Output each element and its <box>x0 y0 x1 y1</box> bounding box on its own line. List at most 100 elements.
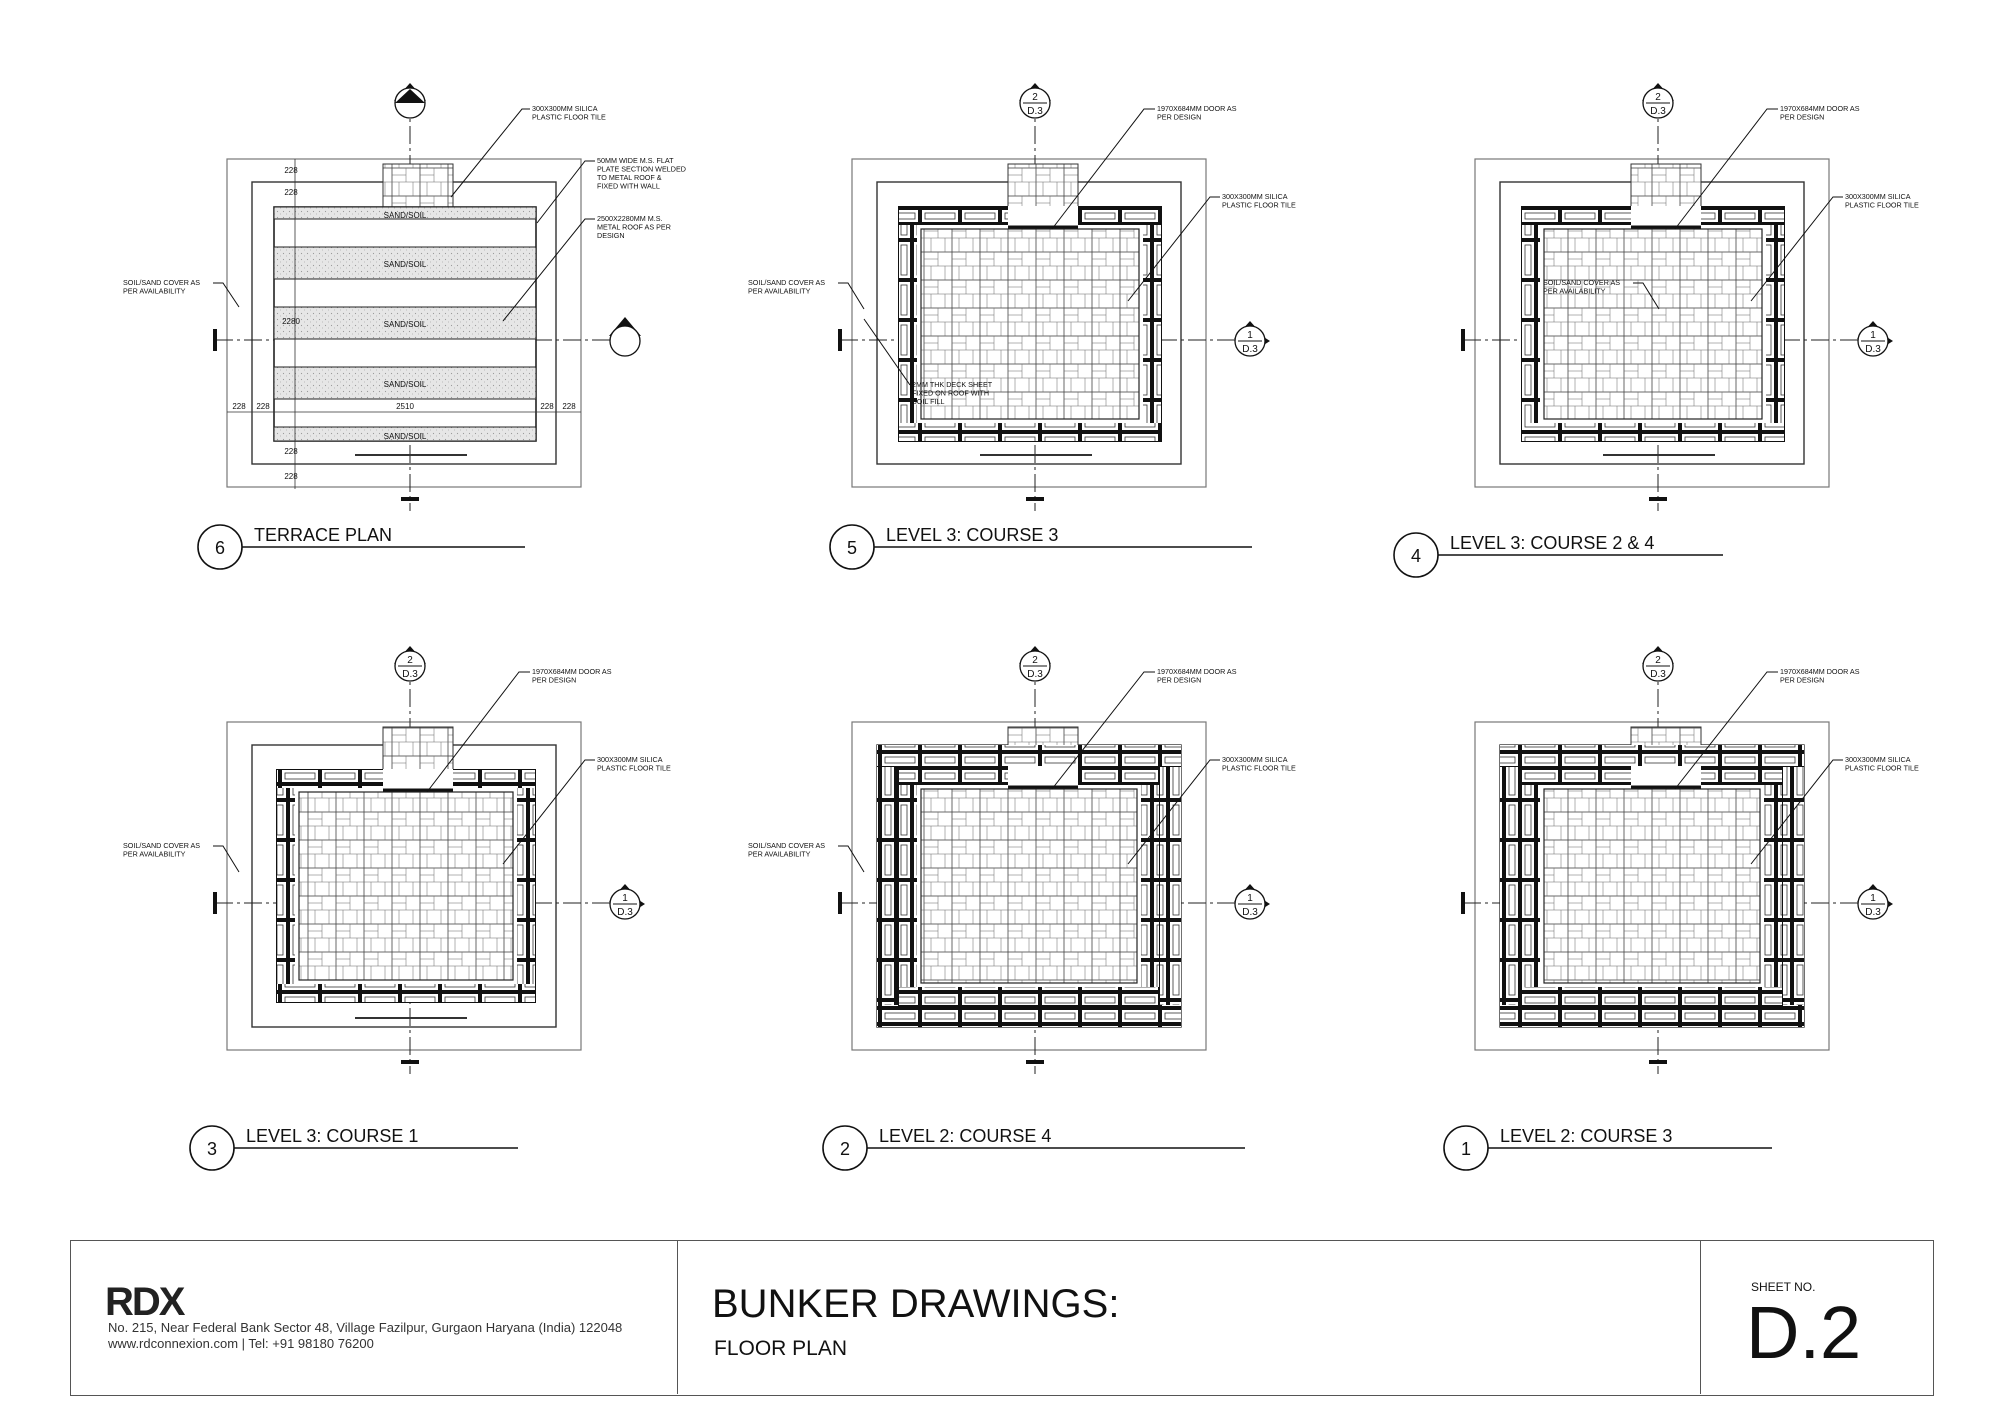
tile-floor <box>920 228 1140 420</box>
block-course-right <box>1143 225 1161 423</box>
entry-tiles <box>382 163 454 211</box>
leader-line <box>536 160 595 224</box>
door-opening <box>1631 206 1701 228</box>
sheet-number-label: SHEET NO. <box>1751 1280 1816 1294</box>
outer-frame <box>226 158 582 488</box>
leader-line <box>213 845 240 873</box>
sand-soil-label: SAND/SOIL <box>384 432 427 441</box>
note-soil-line: PER AVAILABILITY <box>123 287 186 296</box>
block-course-left <box>1522 225 1540 423</box>
ref-number: 1 <box>1247 893 1253 904</box>
title-block-frame <box>70 1240 1934 1396</box>
tile-floor <box>920 788 1138 984</box>
note-tile-line: 300X300MM SILICA <box>532 104 598 113</box>
door-opening <box>1631 766 1701 788</box>
block-course-bottom <box>277 984 535 1002</box>
block-course-right <box>1141 785 1159 987</box>
note-tile-line: PLASTIC FLOOR TILE <box>1845 764 1919 773</box>
dim-228: 228 <box>562 402 576 411</box>
note-tile-line: PLASTIC FLOOR TILE <box>1222 201 1296 210</box>
ref-sheet: D.3 <box>617 907 633 918</box>
leader-line <box>450 108 530 198</box>
note-deck-line: 2MM THK DECK SHEET <box>912 380 993 389</box>
leader-line <box>838 845 865 873</box>
note-tile-line: 300X300MM SILICA <box>1222 192 1288 201</box>
section-marker-top: 2D.3 <box>1019 646 1051 682</box>
section-marker-top: 2D.3 <box>1642 83 1674 119</box>
leader-line <box>1750 759 1843 865</box>
section-marker-right: 1D.3 <box>1857 884 1893 920</box>
leader-line <box>838 282 865 310</box>
sand-soil-label: SAND/SOIL <box>384 211 427 220</box>
ref-number: 2 <box>407 655 413 666</box>
leader-line <box>1051 108 1155 230</box>
note-tile-line: 300X300MM SILICA <box>1845 192 1911 201</box>
drawing-number: 5 <box>847 538 857 558</box>
outer-frame <box>1474 721 1830 1051</box>
leader-line <box>863 318 911 386</box>
note-soil-line: PER AVAILABILITY <box>123 850 186 859</box>
drawing-number: 2 <box>840 1139 850 1159</box>
dim-2280: 2280 <box>282 317 300 326</box>
ref-number: 1 <box>1870 330 1876 341</box>
outer-frame <box>851 158 1207 488</box>
company-logo: RDX <box>105 1280 185 1325</box>
block-course-bottom <box>1522 423 1784 441</box>
leader-line <box>213 282 240 308</box>
block-course-left <box>899 785 917 987</box>
title-block-divider-2 <box>1700 1240 1701 1394</box>
ref-number: 1 <box>622 893 628 904</box>
note-deck-line: SOIL FILL <box>912 397 945 406</box>
note-door-line: 1970X684MM DOOR AS <box>1780 104 1860 113</box>
note-door-line: PER DESIGN <box>1780 676 1824 685</box>
ref-sheet: D.3 <box>1027 106 1043 117</box>
note-roof-line: 2500X2280MM M.S. <box>597 214 663 223</box>
note-soil-line: PER AVAILABILITY <box>1543 287 1606 296</box>
ref-sheet: D.3 <box>1650 669 1666 680</box>
ref-sheet: D.3 <box>402 669 418 680</box>
block-course-top <box>1500 745 1804 767</box>
ref-number: 2 <box>1655 92 1661 103</box>
dim-228: 228 <box>284 447 298 456</box>
title-block-divider-1 <box>677 1240 678 1394</box>
note-tile-line: PLASTIC FLOOR TILE <box>1845 201 1919 210</box>
drawing-number: 6 <box>215 538 225 558</box>
tile-floor <box>1543 788 1761 984</box>
leader-line <box>1750 196 1843 302</box>
block-course-left <box>277 788 295 984</box>
leader-line <box>502 218 595 322</box>
block-course-left <box>899 225 917 423</box>
section-marker-right: 1D.3 <box>1234 321 1270 357</box>
block-course-bottom <box>899 423 1161 441</box>
tile-floor <box>298 791 514 981</box>
ref-sheet: D.3 <box>1865 344 1881 355</box>
section-marker-top: 2D.3 <box>394 646 426 682</box>
leader-line <box>1633 282 1660 310</box>
block-course-left <box>1500 767 1522 1005</box>
ref-sheet: D.3 <box>1242 344 1258 355</box>
section-marker-right: 1D.3 <box>1234 884 1270 920</box>
dim-228: 228 <box>256 402 270 411</box>
note-door-line: PER DESIGN <box>1157 113 1201 122</box>
outer-frame <box>1474 158 1830 488</box>
ref-number: 2 <box>1655 655 1661 666</box>
sand-soil-label: SAND/SOIL <box>384 320 427 329</box>
door-opening <box>1008 766 1078 788</box>
section-marker-top: 2D.3 <box>1642 646 1674 682</box>
note-tile-line: PLASTIC FLOOR TILE <box>597 764 671 773</box>
ref-number: 1 <box>1870 893 1876 904</box>
